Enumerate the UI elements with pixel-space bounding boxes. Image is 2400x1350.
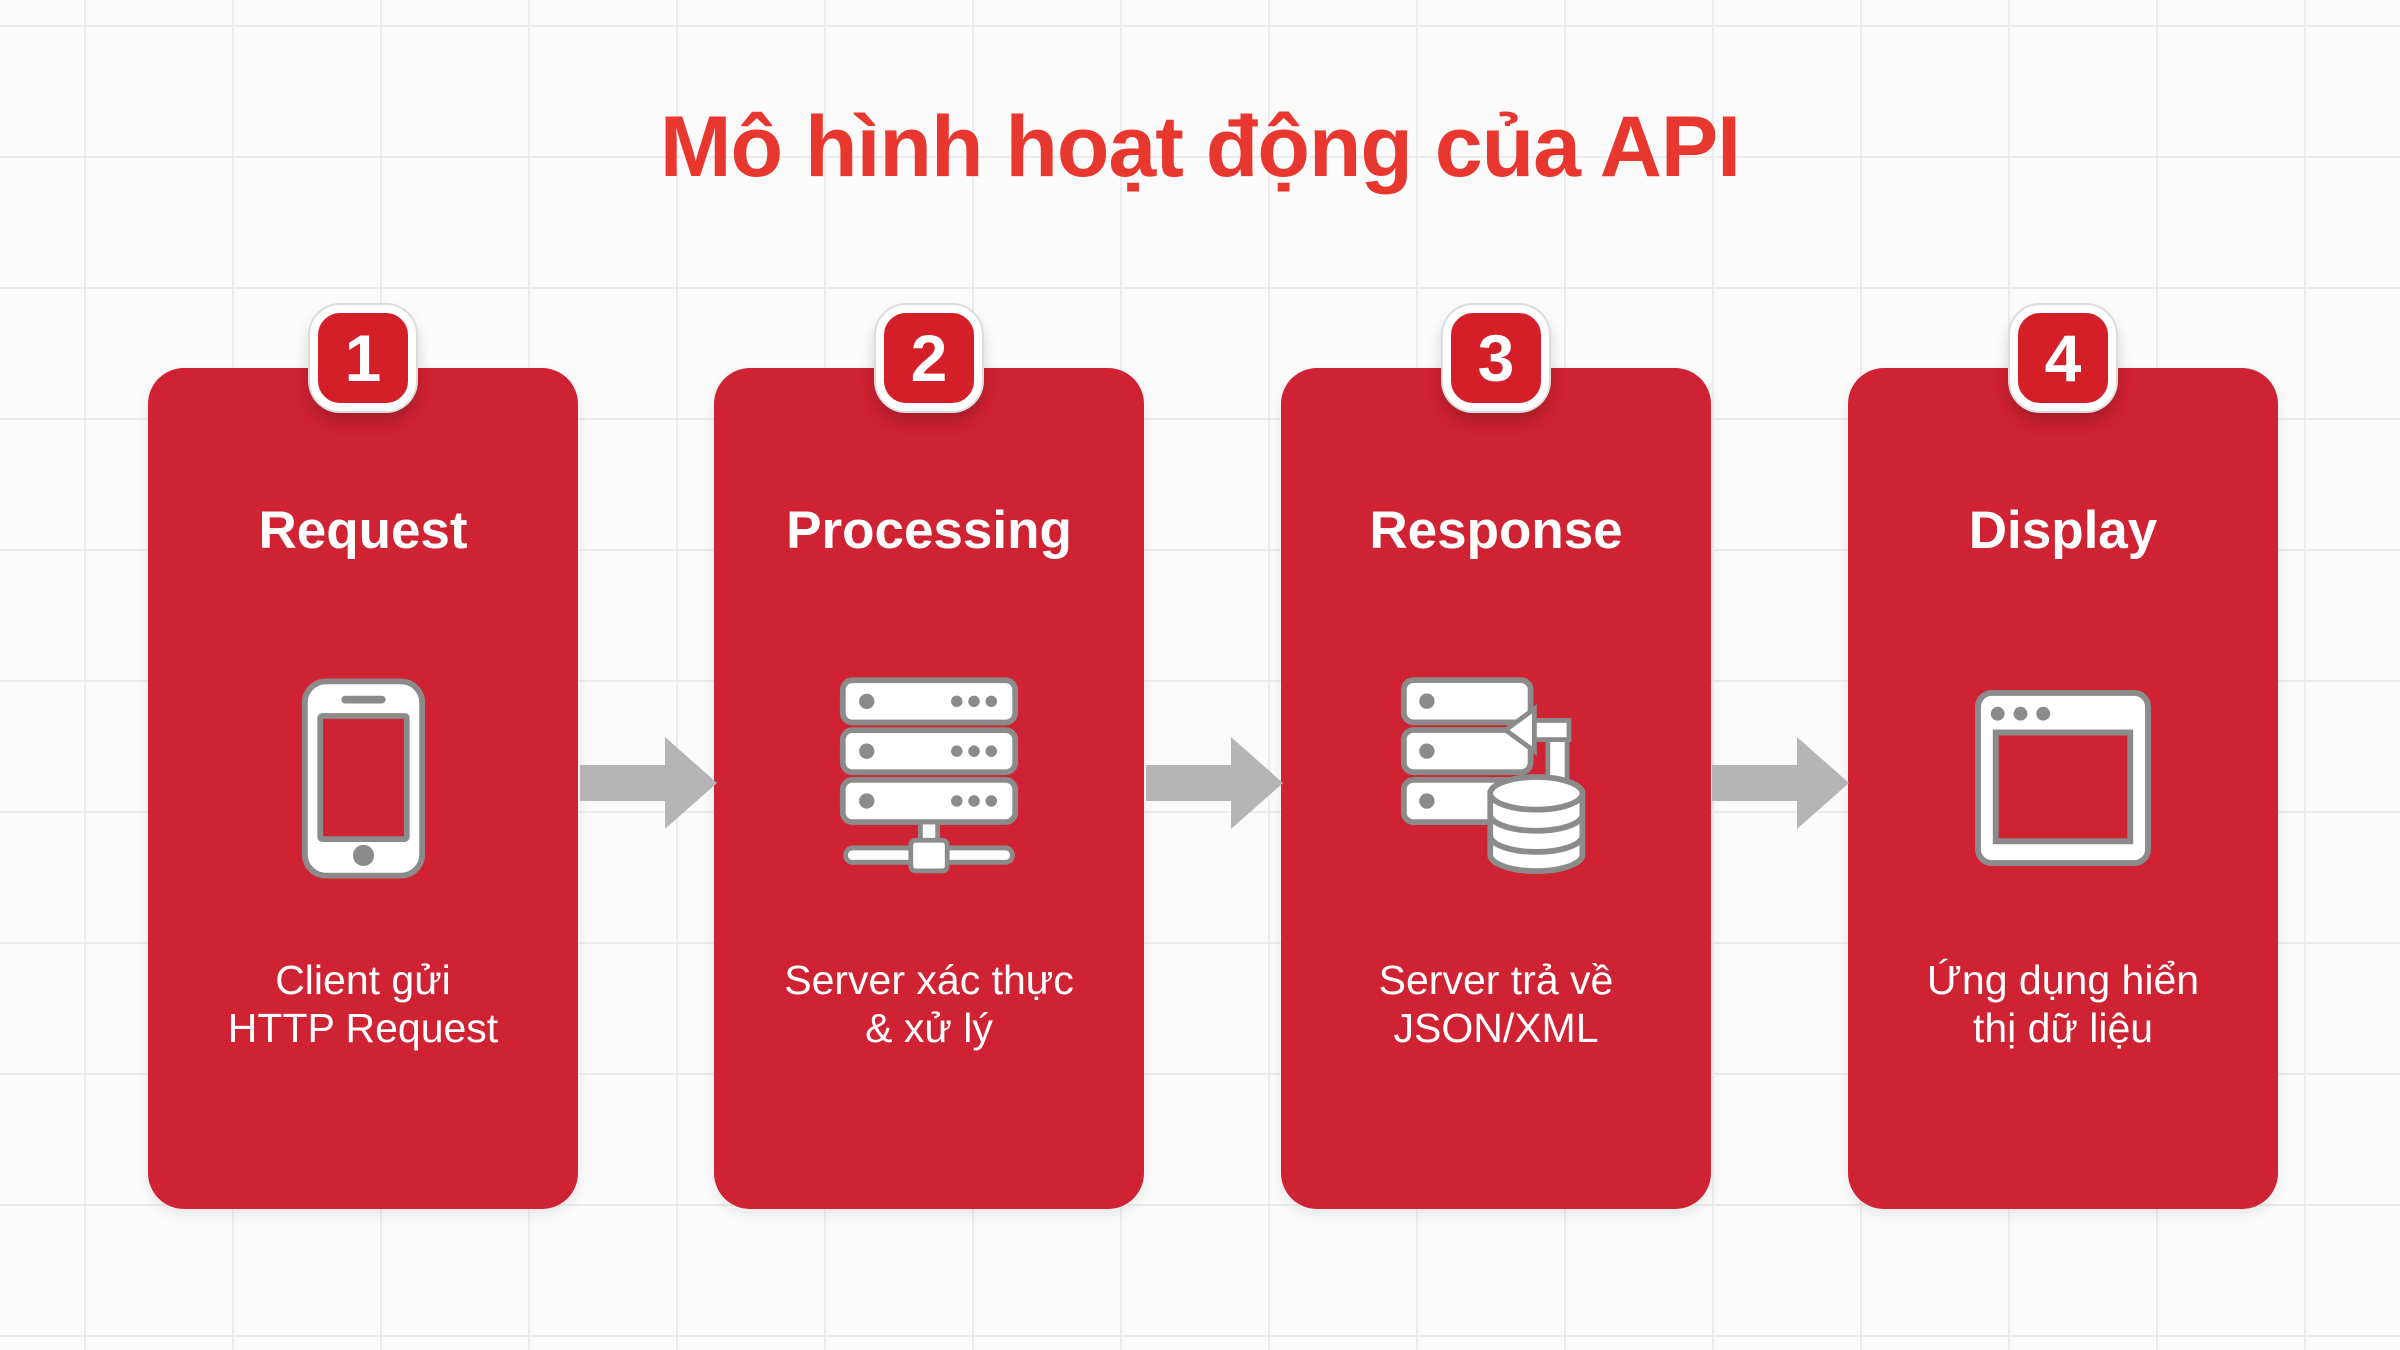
server-database-icon bbox=[1281, 668, 1711, 888]
page-title: Mô hình hoạt động của API bbox=[659, 99, 1741, 195]
step-title: Response bbox=[1369, 501, 1623, 560]
step-number: 3 bbox=[1477, 321, 1515, 395]
step-caption: Server xác thực & xử lý bbox=[784, 957, 1074, 1052]
server-stack-icon bbox=[714, 668, 1144, 888]
step-badge: 1 bbox=[310, 305, 416, 411]
step-number: 2 bbox=[910, 321, 948, 395]
arrow-right-icon bbox=[580, 737, 717, 829]
step-caption: Server trả về JSON/XML bbox=[1378, 957, 1614, 1052]
step-number: 4 bbox=[2044, 321, 2082, 395]
step-badge: 2 bbox=[876, 305, 982, 411]
step-card-request: 1 Request Client gửi HTTP Request bbox=[148, 305, 578, 1209]
step-title: Processing bbox=[786, 501, 1072, 560]
step-card-response: 3 Response Server trả về JSON/XML bbox=[1281, 305, 1711, 1209]
step-badge: 3 bbox=[1443, 305, 1549, 411]
smartphone-icon bbox=[148, 668, 578, 888]
step-badge: 4 bbox=[2010, 305, 2116, 411]
step-number: 1 bbox=[344, 321, 382, 395]
step-title: Request bbox=[258, 501, 468, 560]
step-caption: Client gửi HTTP Request bbox=[227, 957, 499, 1052]
step-caption: Ứng dụng hiển thị dữ liệu bbox=[1926, 957, 2200, 1052]
step-card-processing: 2 Processing Server xác thực & xử lý bbox=[714, 305, 1144, 1209]
arrow-right-icon bbox=[1712, 737, 1849, 829]
browser-window-icon bbox=[1848, 668, 2278, 888]
step-title: Display bbox=[1968, 501, 2158, 560]
step-card-display: 4 Display Ứng dụng hiển thị dữ liệu bbox=[1848, 305, 2278, 1209]
arrow-right-icon bbox=[1146, 737, 1283, 829]
